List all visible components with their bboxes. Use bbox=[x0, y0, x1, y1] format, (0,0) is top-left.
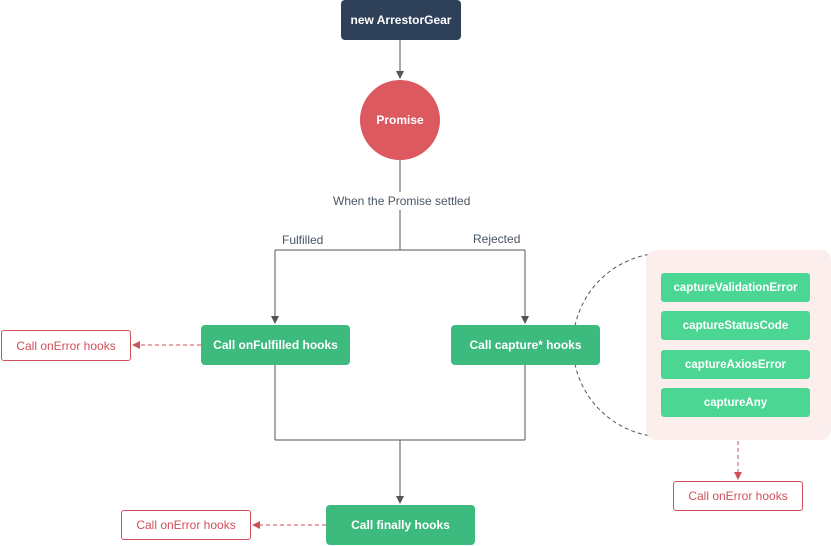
on-fulfilled-node: Call onFulfilled hooks bbox=[201, 325, 350, 365]
on-error-node-finally: Call onError hooks bbox=[121, 510, 251, 540]
capture-axios-error-node: captureAxiosError bbox=[661, 350, 810, 379]
start-node: new ArrestorGear bbox=[341, 0, 461, 40]
fulfilled-label: Fulfilled bbox=[282, 233, 324, 247]
on-error-node-capture: Call onError hooks bbox=[673, 481, 803, 511]
finally-node: Call finally hooks bbox=[326, 505, 475, 545]
promise-node: Promise bbox=[360, 80, 440, 160]
capture-node: Call capture* hooks bbox=[451, 325, 600, 365]
settled-label: When the Promise settled bbox=[333, 194, 471, 208]
on-error-node-fulfilled: Call onError hooks bbox=[1, 330, 131, 361]
capture-any-node: captureAny bbox=[661, 388, 810, 417]
rejected-label: Rejected bbox=[473, 232, 521, 246]
capture-validation-error-node: captureValidationError bbox=[661, 273, 810, 302]
capture-status-code-node: captureStatusCode bbox=[661, 311, 810, 340]
